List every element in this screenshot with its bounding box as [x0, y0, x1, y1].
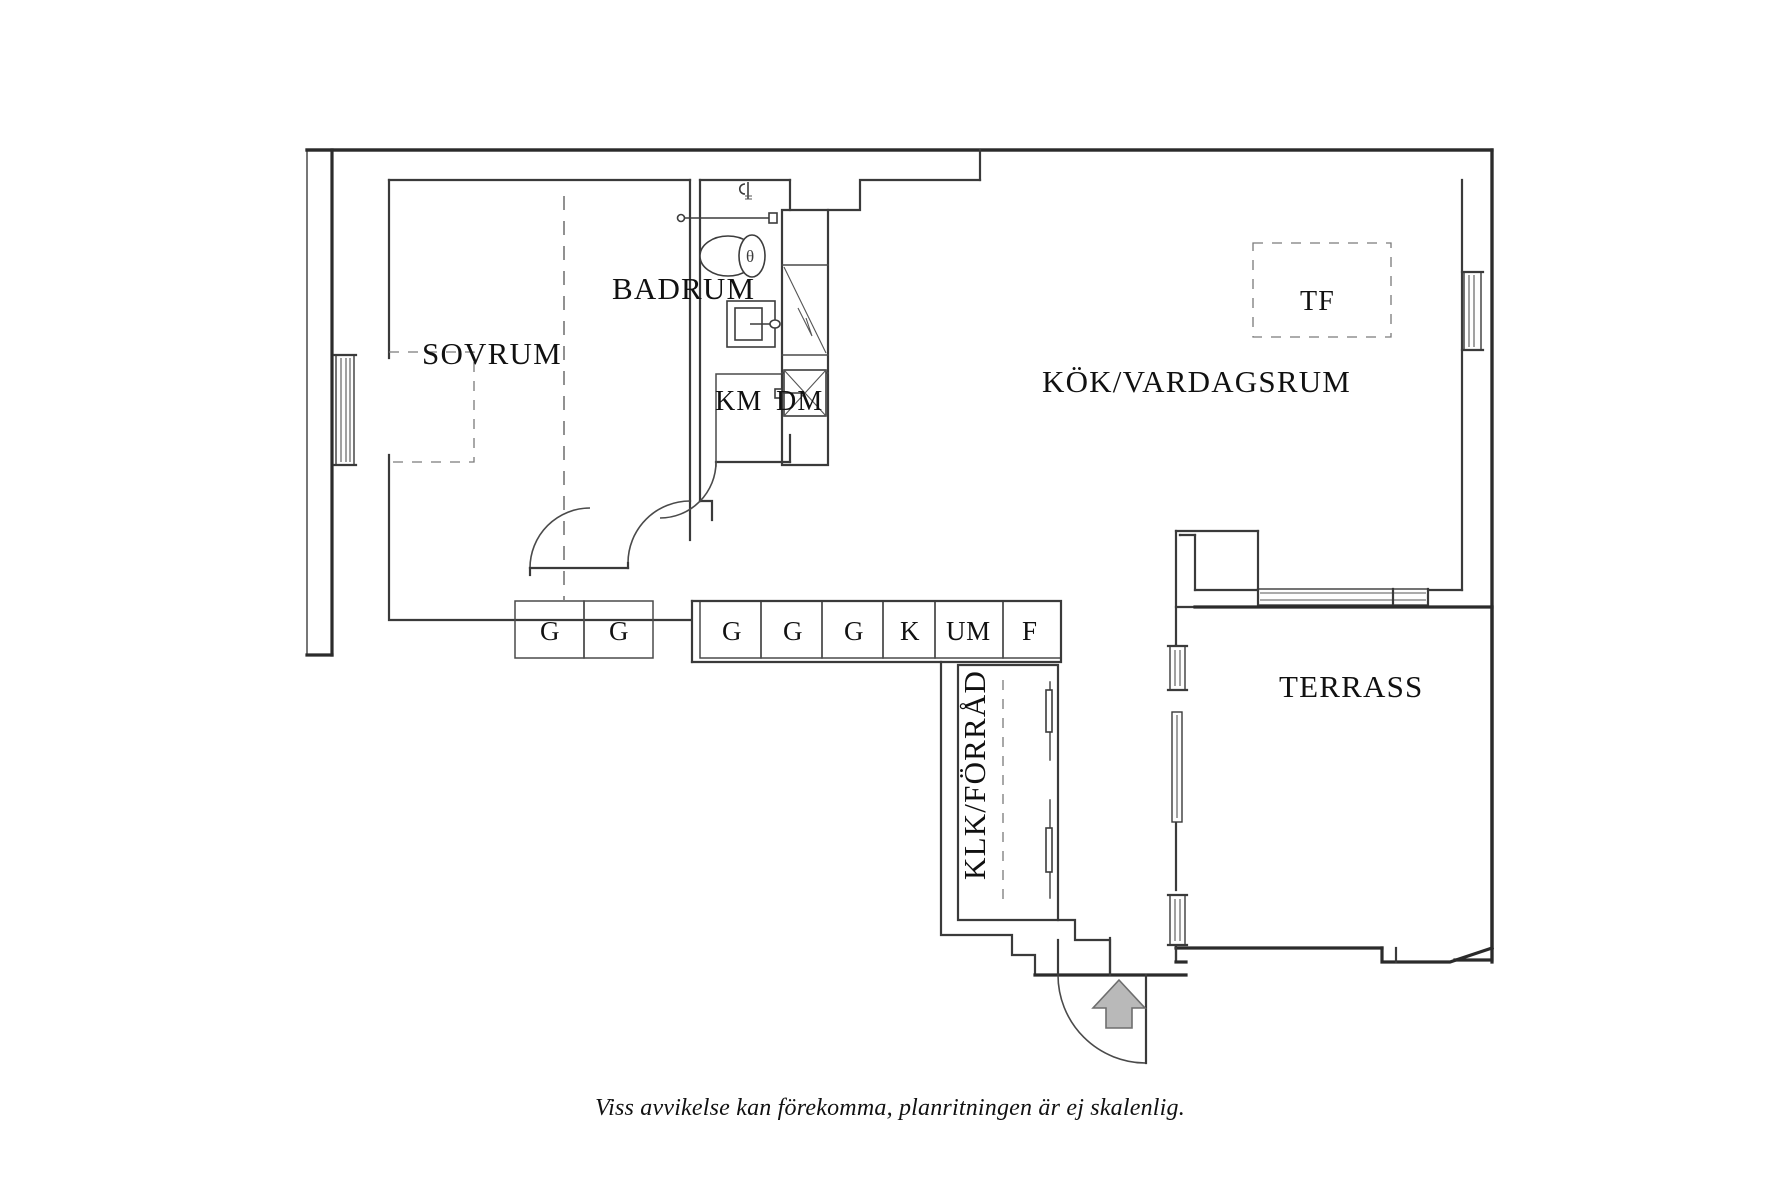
cabinet-label-r6: F [1022, 616, 1038, 646]
entry-door [1056, 938, 1148, 1065]
cabinet-label-r4: K [900, 616, 920, 646]
cabinet-label-g1: G [540, 616, 560, 646]
outer-walls [305, 148, 1494, 964]
terrace-door-top [1166, 644, 1189, 692]
entry-hall-walls [939, 660, 1188, 1065]
room-kok-vardagsrum: TF KÖK/VARDAGSRUM [826, 148, 1485, 609]
room-terrass: TERRASS [1166, 529, 1495, 964]
plan-caption: Viss avvikelse kan förekomma, planritnin… [595, 1095, 1185, 1121]
svg-text:θ: θ [746, 247, 754, 266]
cabinet-label-r2: G [783, 616, 803, 646]
window-kok-right [1460, 270, 1485, 352]
klk-doors [1045, 681, 1053, 899]
sovrum-furniture-outline [389, 351, 475, 463]
room-label-kok: KÖK/VARDAGSRUM [1042, 364, 1351, 399]
cabinet-label-r5: UM [946, 616, 991, 646]
room-label-klk-forrad: KLK/FÖRRÅD [957, 670, 992, 880]
door-badrum [659, 461, 717, 519]
stair-symbol [783, 266, 827, 354]
appliance-label-km: KM [715, 386, 762, 417]
room-label-badrum: BADRUM [612, 271, 755, 306]
bathroom-rail [676, 212, 778, 224]
utility-column-dm: DM [774, 208, 830, 467]
cabinet-label-r1: G [722, 616, 742, 646]
cabinet-run-left: G G [514, 600, 654, 659]
appliance-label-tf: TF [1300, 286, 1335, 317]
window-sovrum [332, 353, 358, 467]
fixture-shower-tray [774, 369, 827, 417]
terrace-glass-middle [1171, 711, 1183, 823]
appliance-tf: TF [1252, 242, 1392, 338]
appliance-km: KM [715, 373, 783, 463]
window-kok-bottom [1256, 587, 1430, 609]
fixture-flush-detail [738, 182, 752, 200]
fixture-sink [726, 300, 781, 348]
appliance-label-dm: DM [776, 386, 823, 417]
room-klk-forrad: KLK/FÖRRÅD [956, 663, 1060, 922]
entry-arrow [1091, 978, 1147, 1029]
fixture-toilet: θ [699, 234, 766, 278]
door-sovrum [528, 500, 691, 577]
room-badrum: KM θ [612, 178, 792, 522]
room-label-sovrum: SOVRUM [422, 336, 562, 371]
cabinet-label-g2: G [609, 616, 629, 646]
cabinet-run-right: G G G K UM F [690, 599, 1063, 664]
terrace-door-bottom [1166, 893, 1189, 947]
room-sovrum: SOVRUM [332, 178, 692, 622]
room-label-terrass: TERRASS [1279, 669, 1424, 704]
cabinet-label-r3: G [844, 616, 864, 646]
